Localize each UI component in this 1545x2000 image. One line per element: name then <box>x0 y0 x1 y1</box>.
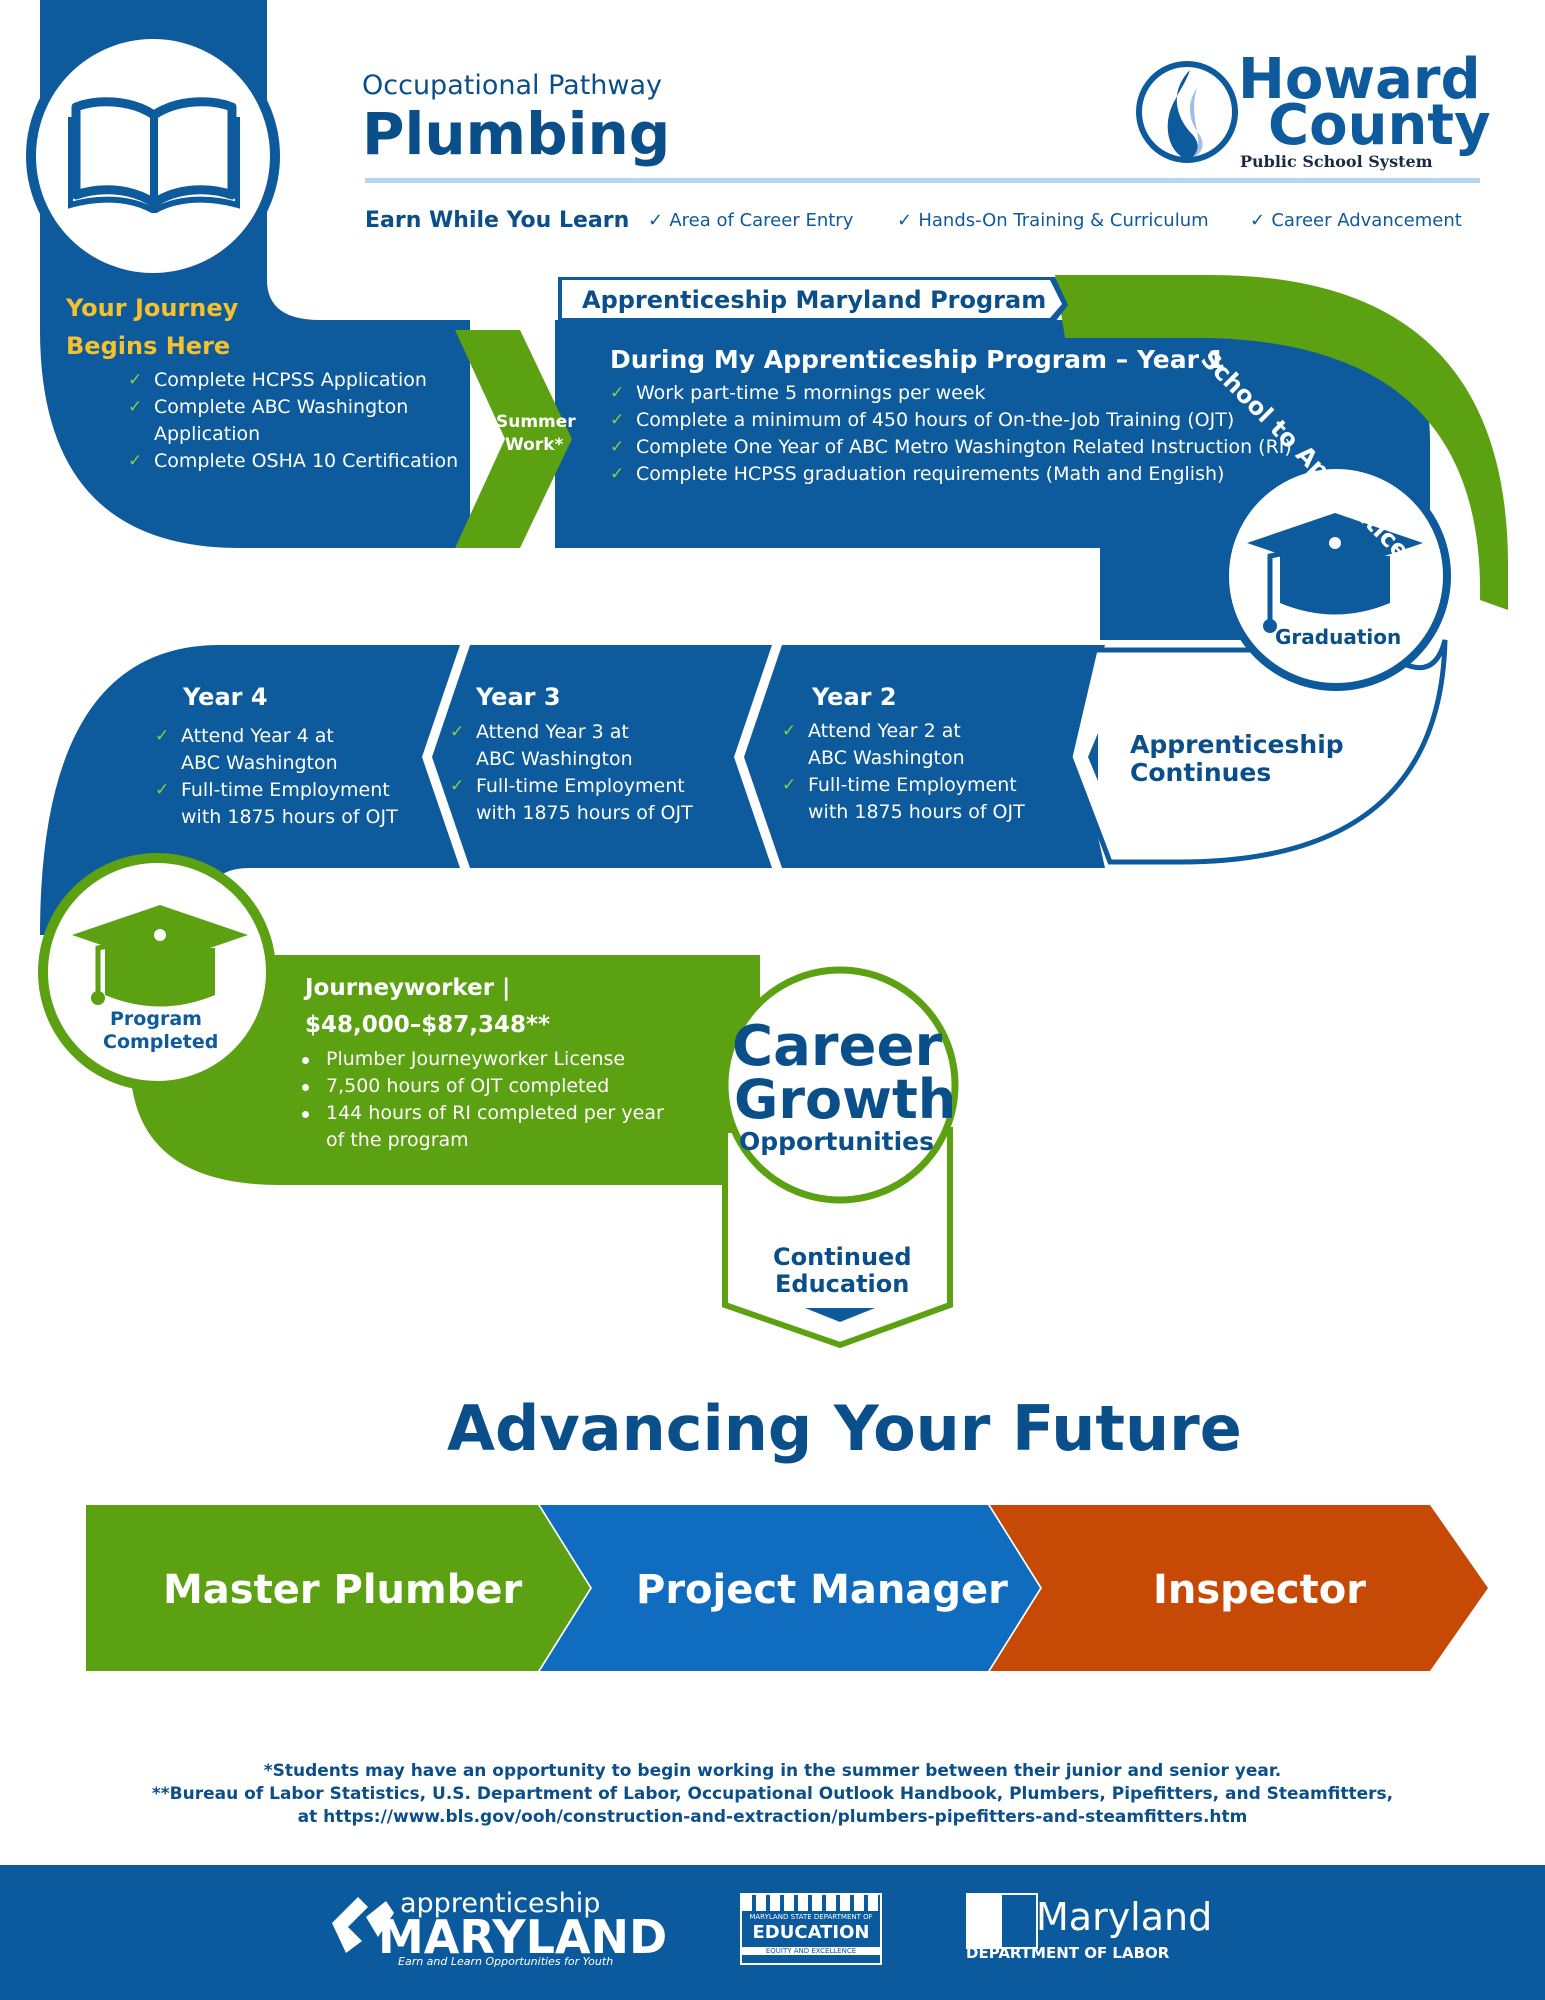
journey-heading: Your Journey <box>66 294 239 322</box>
footnote-3: at https://www.bls.gov/ooh/construction-… <box>297 1807 1248 1827</box>
career-label: Career <box>732 1014 943 1079</box>
opportunities-label: Opportunities <box>739 1127 935 1156</box>
list-item: Work part-time 5 mornings per week <box>610 380 1292 407</box>
future-arrow-2 <box>540 1505 1040 1671</box>
list-item: of the program <box>326 1129 469 1151</box>
logo-howard: Howard <box>1238 47 1481 112</box>
page-title: Plumbing <box>362 100 671 168</box>
tagline: Earn While You Learn <box>365 208 630 233</box>
year3-title: Year 3 <box>476 683 561 711</box>
year1-list: Work part-time 5 mornings per week Compl… <box>610 380 1292 488</box>
graduation-label: Graduation <box>1275 625 1402 649</box>
hcpss-flame-icon <box>1136 61 1238 163</box>
book-icon <box>68 97 240 213</box>
list-item: Complete OSHA 10 Certification <box>128 448 458 475</box>
year1-title: During My Apprenticeship Program – Year … <box>610 345 1226 374</box>
graduation-cap-icon <box>1247 513 1423 633</box>
md-main-label: Maryland <box>1036 1895 1213 1939</box>
check-career-advancement: Career Advancement <box>1250 210 1461 231</box>
logo-county: County <box>1268 93 1491 158</box>
list-item: Complete HCPSS graduation requirements (… <box>610 461 1292 488</box>
future-arrow-3 <box>990 1505 1488 1671</box>
school-to-apprentice-arc <box>1055 275 1508 610</box>
continues-label-2: Continues <box>1130 758 1272 787</box>
summer-work-label: Summer <box>496 412 576 432</box>
header-divider <box>365 178 1480 183</box>
footnote-2: **Bureau of Labor Statistics, U.S. Depar… <box>151 1784 1394 1804</box>
future-arrow-1 <box>86 1505 590 1671</box>
list-item: 144 hours of RI completed per year <box>298 1100 664 1127</box>
future-step-inspector: Inspector <box>1153 1567 1366 1613</box>
future-step-master-plumber: Master Plumber <box>163 1567 523 1613</box>
list-item: Complete HCPSS Application <box>128 367 458 394</box>
journeyworker-band <box>130 935 760 1185</box>
journeyworker-title: Journeyworker | <box>305 975 511 1001</box>
summer-work-label-2: Work* <box>505 435 564 455</box>
list-item: Complete a minimum of 450 hours of On-th… <box>610 407 1292 434</box>
future-heading: Advancing Your Future <box>447 1392 1242 1465</box>
list-item: Complete ABC Washington <box>128 394 458 421</box>
am-sub-label: Earn and Learn Opportunities for Youth <box>398 1955 614 1968</box>
am-top-label: apprenticeship <box>400 1888 601 1919</box>
education-label: Education <box>775 1270 910 1298</box>
list-item: 7,500 hours of OJT completed <box>298 1073 664 1100</box>
msde-logo: MARYLAND STATE DEPARTMENT OF EDUCATION E… <box>740 1893 882 1965</box>
msde-line1: MARYLAND STATE DEPARTMENT OF <box>749 1913 873 1921</box>
logo-subtitle: Public School System <box>1240 152 1433 171</box>
list-item: Plumber Journeyworker License <box>298 1046 664 1073</box>
continued-label: Continued <box>773 1243 912 1271</box>
career-growth-circle <box>721 966 959 1204</box>
program-banner-label: Apprenticeship Maryland Program <box>582 286 1047 314</box>
footnote-1: *Students may have an opportunity to beg… <box>263 1761 1282 1781</box>
maryland-flag-icon <box>966 1893 1038 1949</box>
am-main-label: MARYLAND <box>378 1910 668 1964</box>
check-hands-on: Hands-On Training & Curriculum <box>897 210 1208 231</box>
list-item: Application <box>154 423 261 445</box>
list-item: Complete One Year of ABC Metro Washingto… <box>610 434 1292 461</box>
apprenticeship-maryland-mark-icon <box>332 1897 394 1953</box>
journey-heading-2: Begins Here <box>66 332 231 360</box>
footnotes: *Students may have an opportunity to beg… <box>0 1760 1545 1829</box>
journeyworker-list: Plumber Journeyworker License 7,500 hour… <box>298 1046 664 1154</box>
check-career-entry: Area of Career Entry <box>648 210 853 231</box>
growth-label: Growth <box>734 1068 957 1131</box>
year2-title: Year 2 <box>812 683 897 711</box>
year4-title: Year 4 <box>183 683 268 711</box>
summer-chevron <box>455 330 572 548</box>
msde-line2: EDUCATION <box>752 1922 870 1943</box>
continues-label: Apprenticeship <box>1130 730 1344 759</box>
program-completed-label-2: Completed <box>103 1031 219 1053</box>
page-subtitle: Occupational Pathway <box>362 70 663 101</box>
journey-list: Complete HCPSS Application Complete ABC … <box>128 367 458 475</box>
journeyworker-salary: $48,000–$87,348** <box>305 1012 551 1038</box>
future-step-project-manager: Project Manager <box>636 1567 1008 1613</box>
program-completed-cap-icon <box>72 905 248 1007</box>
program-completed-label: Program <box>110 1008 202 1030</box>
msde-line3: EQUITY AND EXCELLENCE <box>742 1947 880 1955</box>
md-sub-label: DEPARTMENT OF LABOR <box>966 1944 1170 1962</box>
